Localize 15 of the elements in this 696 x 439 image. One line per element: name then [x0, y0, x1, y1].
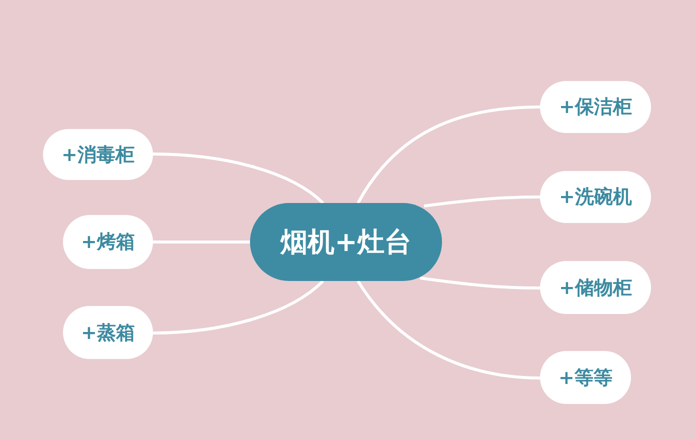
branch-topic: +洗碗机 — [540, 171, 651, 223]
branch-topic: +储物柜 — [540, 261, 651, 314]
central-topic: 烟机+灶台 — [250, 203, 442, 281]
branch-topic: +消毒柜 — [43, 129, 153, 180]
connector-line — [356, 280, 540, 380]
branch-topic: +蒸箱 — [63, 306, 153, 359]
branch-topic: +烤箱 — [63, 215, 153, 269]
connector-line — [356, 106, 540, 204]
connector-line — [420, 276, 540, 290]
branch-topic: +保洁柜 — [540, 81, 651, 133]
connector-line — [152, 280, 324, 334]
connector-line — [424, 196, 540, 208]
connector-line — [153, 240, 250, 244]
connector-line — [152, 152, 324, 204]
branch-topic: +等等 — [540, 351, 631, 404]
